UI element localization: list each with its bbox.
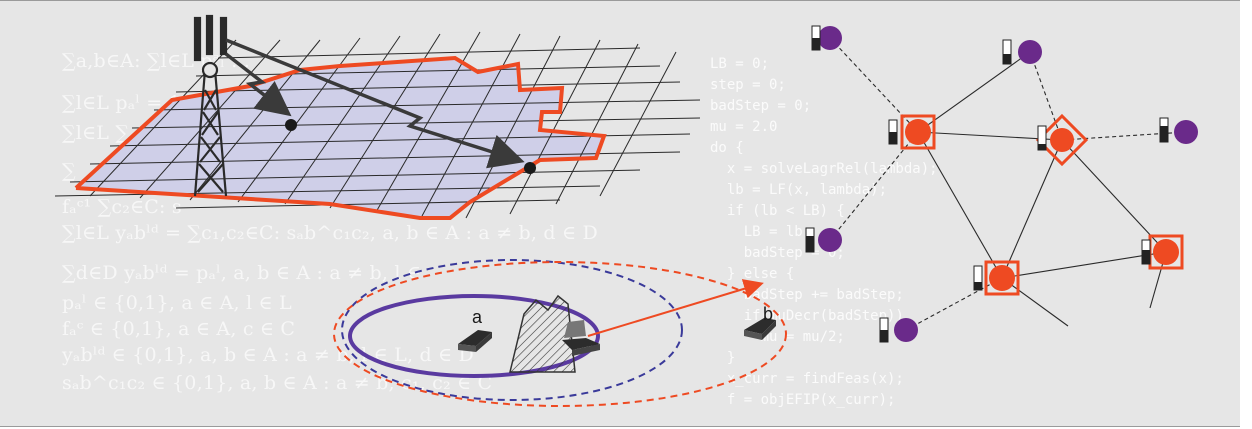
battery-icon xyxy=(973,265,983,291)
formula-line: pₐˡ ∈ {0,1}, a ∈ A, l ∈ L xyxy=(62,292,292,314)
code-line: LB = lb; xyxy=(710,224,812,240)
device-b-label: b xyxy=(763,304,773,324)
battery-icon xyxy=(811,25,821,51)
node-circle-icon xyxy=(894,318,918,342)
code-line: mu = 2.0 xyxy=(710,119,778,135)
router-square-icon xyxy=(984,260,1020,296)
formula-line: ∑ xyxy=(62,160,76,182)
link-arrow xyxy=(587,279,764,337)
node-circle-icon xyxy=(818,26,842,50)
code-line: LB = 0; xyxy=(710,56,770,72)
node-circle-icon xyxy=(818,228,842,252)
laptop-icon xyxy=(744,318,776,340)
code-line: } xyxy=(710,350,736,366)
formula-line: fₐᶜ ∈ {0,1}, a ∈ A, c ∈ C xyxy=(62,318,296,340)
node-circle-icon xyxy=(1174,120,1198,144)
obstacle-wall xyxy=(509,294,576,373)
battery-icon xyxy=(805,227,815,253)
code-line: badStep += badStep; xyxy=(710,287,904,303)
code-line: step = 0; xyxy=(710,77,786,93)
network-graph xyxy=(805,25,1198,343)
device-a-label: a xyxy=(472,307,483,327)
battery-icon xyxy=(1037,125,1047,151)
node-circle-icon xyxy=(1018,40,1042,64)
laptop-icon xyxy=(562,320,600,356)
code-line: x = solveLagrRel(lambda); xyxy=(710,161,938,177)
user-point xyxy=(524,162,536,174)
battery-icon xyxy=(1141,239,1151,265)
code-line: do { xyxy=(710,140,744,156)
formula-line: fₐᶜ¹ ∑c₂∈C: s xyxy=(62,196,182,218)
code-line: if(muDecr(badStep)) xyxy=(710,308,904,324)
router-square-icon xyxy=(1148,234,1184,270)
user-point xyxy=(285,119,297,131)
coverage-boundary xyxy=(74,55,607,220)
coverage-grid xyxy=(54,31,701,220)
formula-line: ∑l∈L yₐbˡᵈ = ∑c₁,c₂∈C: sₐb^c₁c₂, a, b ∈ … xyxy=(62,222,598,244)
router-square-icon xyxy=(900,114,936,150)
formula-line: sₐb^c₁c₂ ∈ {0,1}, a, b ∈ A : a ≠ b, c₁, … xyxy=(62,372,493,394)
battery-icon xyxy=(1159,117,1169,143)
signal-arrows xyxy=(224,38,525,169)
code-line: } else { xyxy=(710,266,795,282)
laptop-icon xyxy=(458,330,492,352)
code-line: x_curr = findFeas(x); xyxy=(710,371,904,387)
code-line: badStep = 0; xyxy=(710,98,812,114)
formula-line: ∑d∈D yₐbˡᵈ = pₐˡ, a, b ∈ A : a ≠ b, l ∈ xyxy=(62,262,422,284)
formula-line: ∑l∈L pₐˡ = 1, xyxy=(62,92,188,114)
battery-icon xyxy=(879,317,889,343)
battery-icon xyxy=(1002,39,1012,65)
code-line: f = objEFIP(x_curr); xyxy=(710,392,896,408)
code-line: if (lb < LB) { xyxy=(710,203,845,219)
code-line: lb = LF(x, lambda); xyxy=(710,182,888,198)
antenna-tower-icon xyxy=(193,14,228,197)
range-ellipses xyxy=(333,259,787,407)
battery-icon xyxy=(888,119,898,145)
